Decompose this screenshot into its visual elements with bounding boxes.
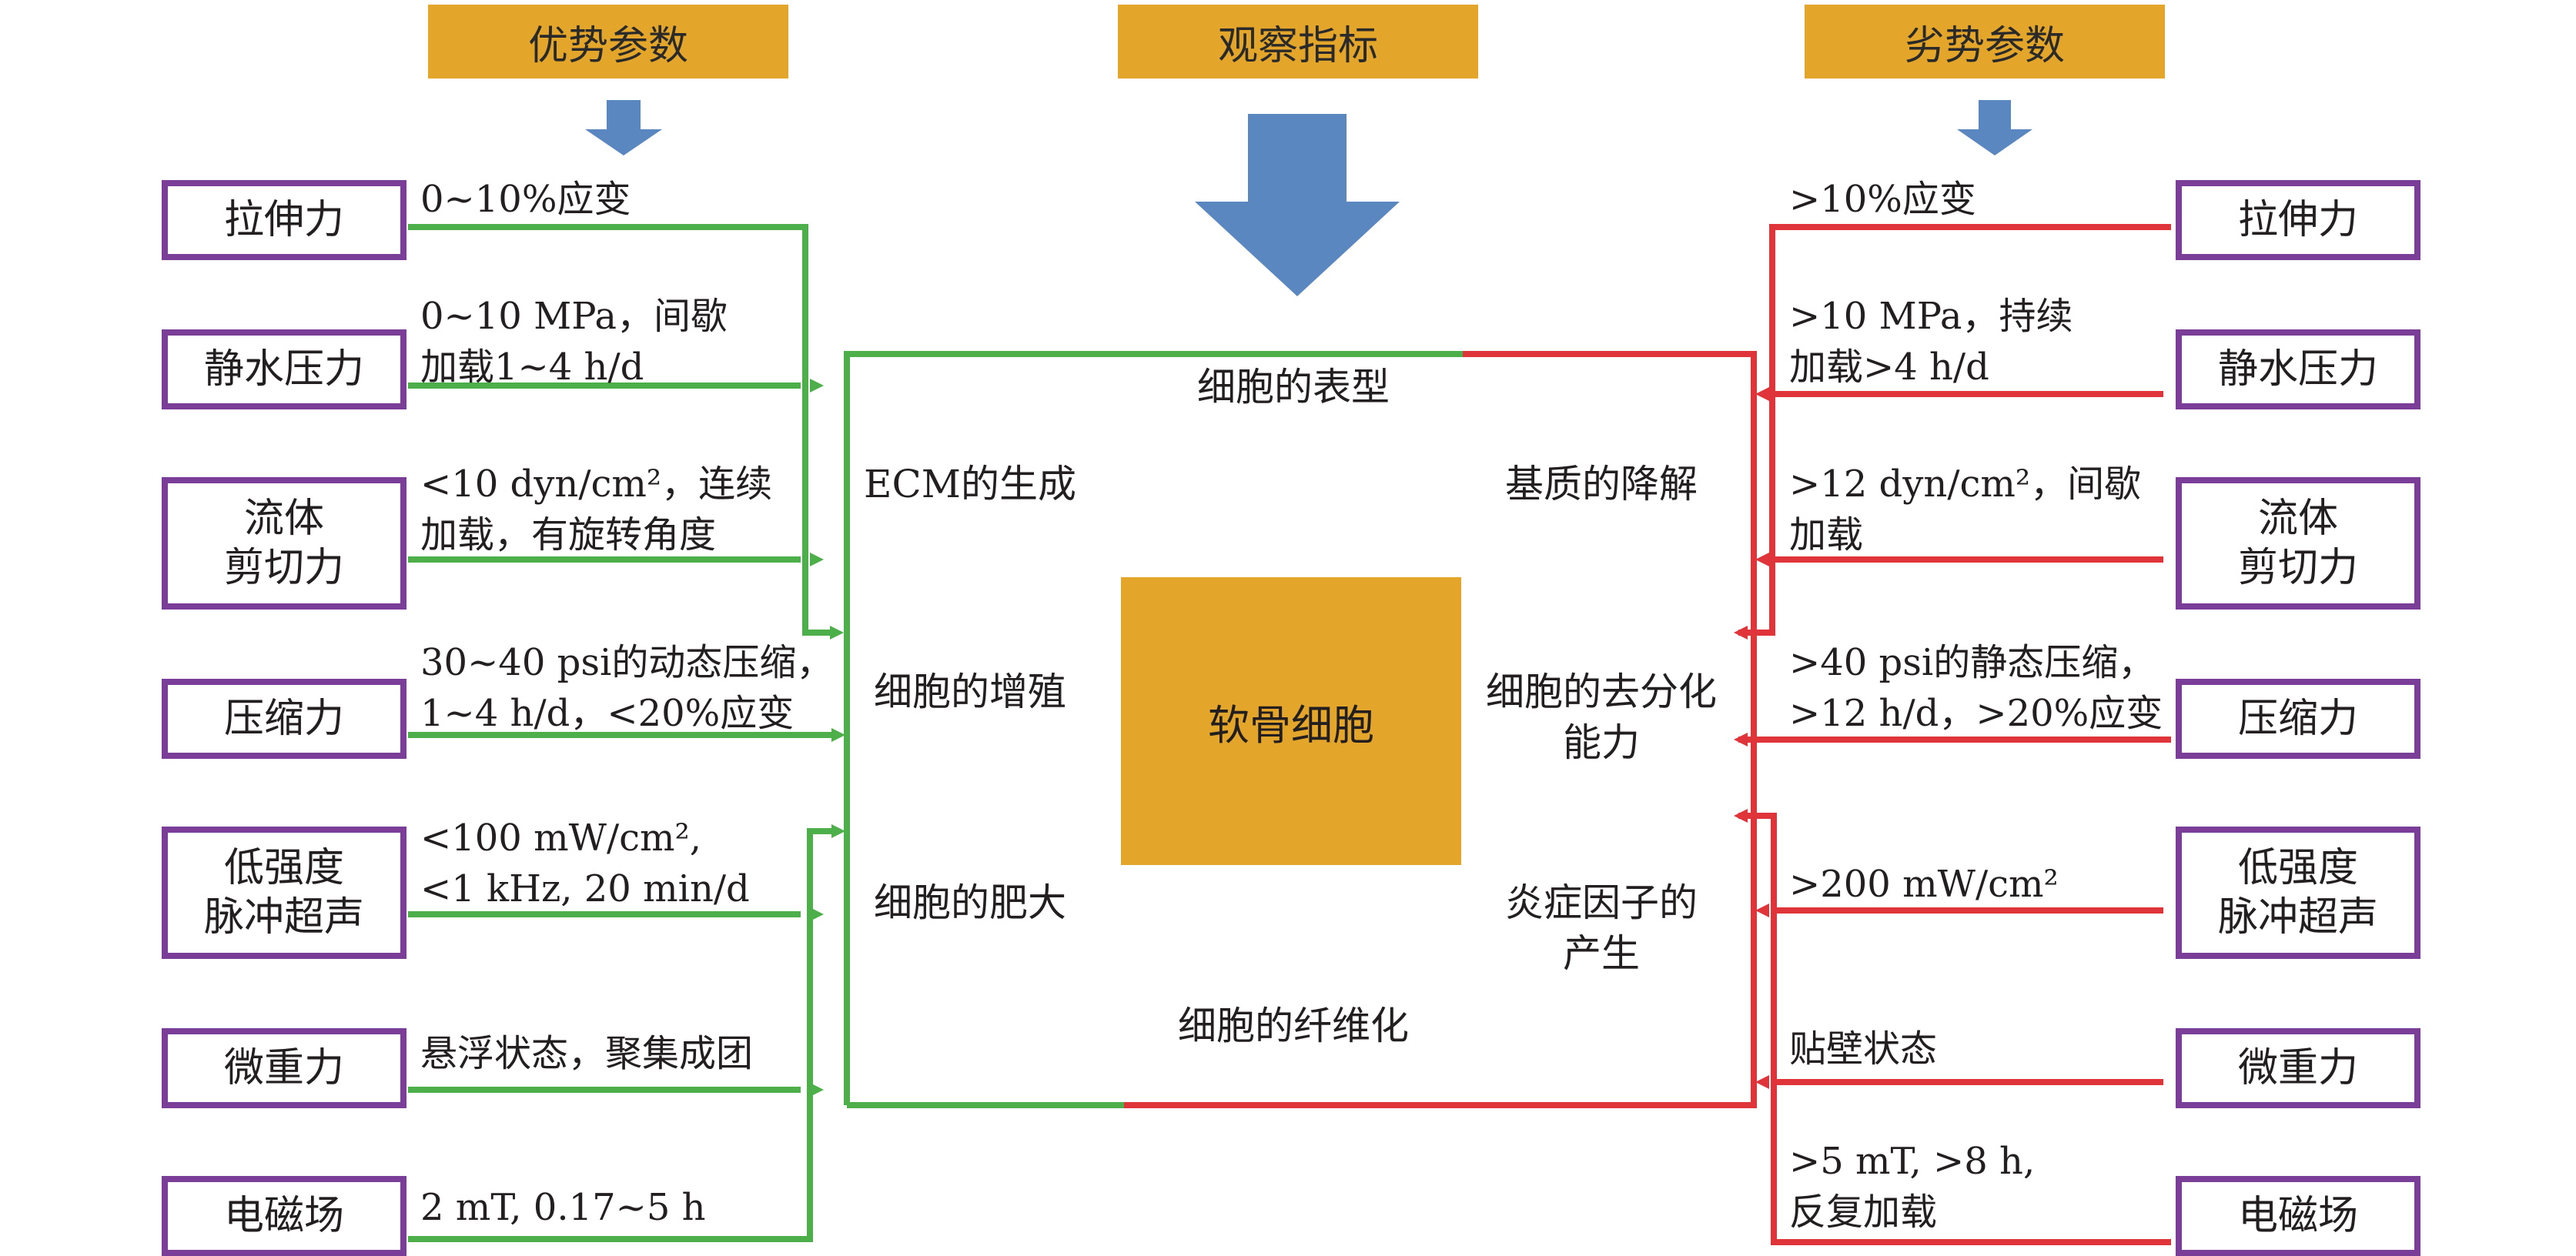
chondrocyte-core: 软骨细胞 bbox=[1121, 577, 1461, 865]
left-condition-hydrostatic: 0~10 MPa，间歇 加载1~4 h/d bbox=[420, 295, 728, 389]
right-condition-ultrasound: >200 mW/cm² bbox=[1789, 863, 2059, 906]
small-down-arrow-right-icon bbox=[1957, 100, 2032, 155]
right-box-ultrasound: 低强度 脉冲超声 bbox=[2176, 827, 2420, 959]
right-condition-hydrostatic: >10 MPa，持续 加载>4 h/d bbox=[1789, 295, 2073, 389]
indicator-hypertrophy: 细胞的肥大 bbox=[874, 880, 1066, 925]
right-box-tensile: 拉伸力 bbox=[2176, 180, 2420, 260]
right-connectors bbox=[1124, 224, 2171, 1245]
right-condition-fluid-shear: >12 dyn/cm²，间歇 加载 bbox=[1789, 463, 2142, 556]
header-indicator: 观察指标 bbox=[1118, 5, 1478, 78]
small-down-arrow-left-icon bbox=[585, 100, 662, 155]
left-condition-tensile: 0~10%应变 bbox=[420, 178, 631, 221]
left-condition-ultrasound: <100 mW/cm², <1 kHz, 20 min/d bbox=[420, 817, 750, 910]
left-box-hydrostatic: 静水压力 bbox=[162, 329, 406, 409]
right-arrowheads bbox=[1734, 387, 1769, 1089]
left-condition-electromagnetic: 2 mT, 0.17~5 h bbox=[420, 1186, 706, 1229]
left-box-tensile: 拉伸力 bbox=[162, 180, 406, 260]
left-arrowheads bbox=[810, 379, 845, 1097]
right-condition-microgravity: 贴壁状态 bbox=[1789, 1027, 1938, 1071]
indicator-matrix-degradation: 基质的降解 bbox=[1505, 462, 1698, 506]
indicator-phenotype: 细胞的表型 bbox=[1197, 365, 1390, 409]
right-box-fluid-shear: 流体 剪切力 bbox=[2176, 477, 2420, 610]
header-disadvantage: 劣势参数 bbox=[1805, 5, 2165, 78]
right-box-compression: 压缩力 bbox=[2176, 679, 2420, 759]
left-box-compression: 压缩力 bbox=[162, 679, 406, 759]
right-box-electromagnetic: 电磁场 bbox=[2176, 1176, 2420, 1256]
left-box-microgravity: 微重力 bbox=[162, 1028, 406, 1108]
right-condition-compression: >40 psi的静态压缩， >12 h/d，>20%应变 bbox=[1789, 641, 2163, 735]
left-box-ultrasound: 低强度 脉冲超声 bbox=[162, 827, 406, 959]
left-box-fluid-shear: 流体 剪切力 bbox=[162, 477, 406, 610]
indicator-proliferation: 细胞的增殖 bbox=[874, 670, 1066, 714]
right-box-microgravity: 微重力 bbox=[2176, 1028, 2420, 1108]
left-box-electromagnetic: 电磁场 bbox=[162, 1176, 406, 1256]
big-down-arrow-icon bbox=[1195, 114, 1400, 296]
left-condition-fluid-shear: <10 dyn/cm²，连续 加载，有旋转角度 bbox=[420, 463, 773, 556]
header-advantage: 优势参数 bbox=[428, 5, 788, 78]
indicator-fibrosis: 细胞的纤维化 bbox=[1178, 1004, 1409, 1048]
left-condition-microgravity: 悬浮状态，聚集成团 bbox=[420, 1032, 754, 1075]
right-condition-electromagnetic: >5 mT, >8 h, 反复加载 bbox=[1789, 1140, 2036, 1234]
indicator-dedifferentiation: 细胞的去分化 能力 bbox=[1486, 670, 1717, 765]
indicator-inflammatory-factors: 炎症因子的 产生 bbox=[1505, 880, 1698, 976]
right-condition-tensile: >10%应变 bbox=[1789, 178, 1976, 221]
left-condition-compression: 30~40 psi的动态压缩， 1~4 h/d，<20%应变 bbox=[420, 641, 834, 735]
left-connectors bbox=[408, 224, 1463, 1242]
indicator-ecm-production: ECM的生成 bbox=[864, 462, 1076, 506]
right-box-hydrostatic: 静水压力 bbox=[2176, 329, 2420, 409]
